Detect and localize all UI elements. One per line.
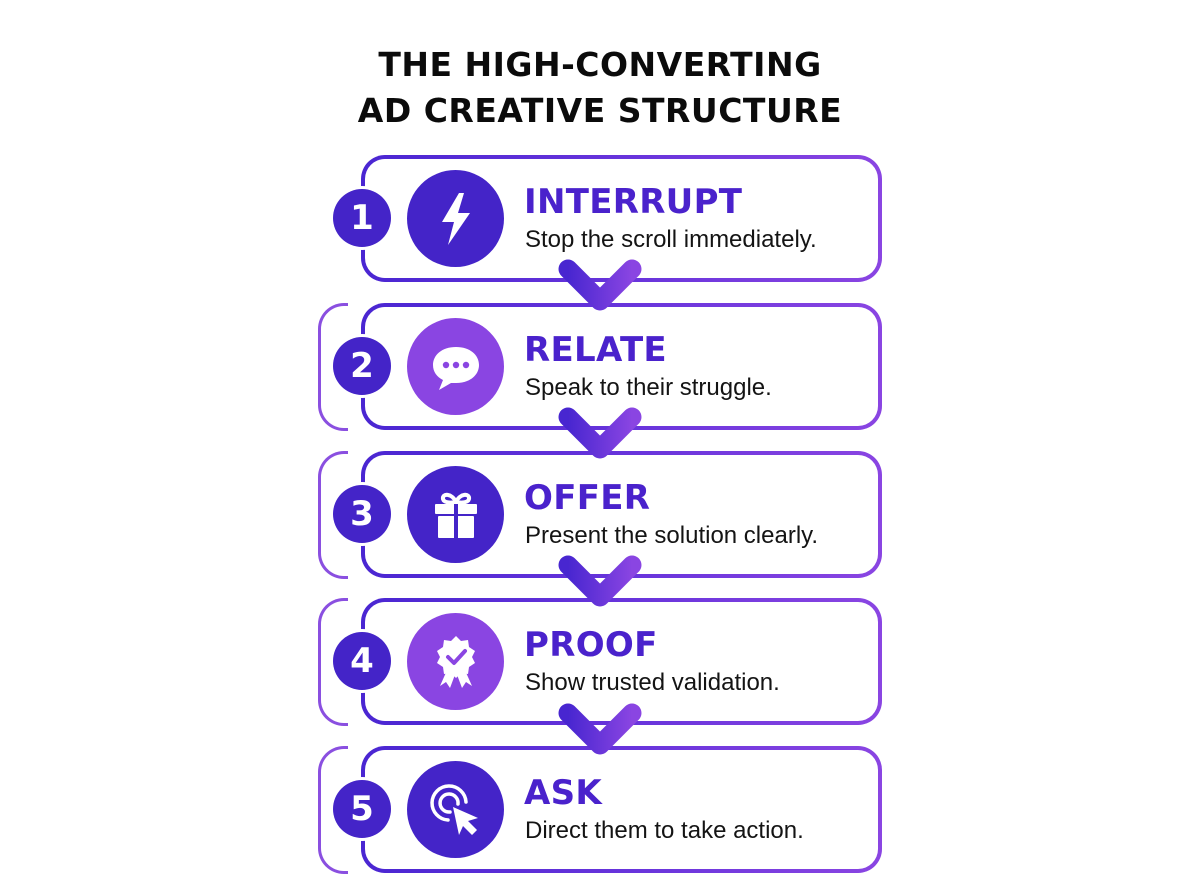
step-number-badge: 1 [333, 189, 391, 247]
cursor-click-icon [407, 761, 504, 858]
step-heading: INTERRUPT [524, 182, 743, 222]
lightning-bolt-icon [407, 170, 504, 267]
step-proof: 4 PROOF Show trusted validation. [0, 598, 1200, 726]
step-relate: 2 RELATE Speak to their struggle. [0, 303, 1200, 431]
step-offer: 3 OFFER Present the solution clearly. [0, 451, 1200, 579]
step-description: Direct them to take action. [525, 817, 804, 844]
page-title: THE HIGH-CONVERTING AD CREATIVE STRUCTUR… [0, 42, 1200, 134]
step-heading: PROOF [524, 625, 658, 665]
step-description: Speak to their struggle. [525, 374, 772, 401]
step-number-badge: 2 [333, 337, 391, 395]
step-heading: ASK [524, 773, 603, 813]
step-heading: OFFER [524, 478, 651, 518]
step-description: Stop the scroll immediately. [525, 226, 817, 253]
step-description: Present the solution clearly. [525, 522, 819, 549]
step-heading: RELATE [524, 330, 667, 370]
step-interrupt: 1 INTERRUPT Stop the scroll immediately. [0, 155, 1200, 283]
chevron-down-icon [558, 259, 642, 311]
step-number-badge: 4 [333, 632, 391, 690]
step-number-badge: 5 [333, 780, 391, 838]
step-description: Show trusted validation. [525, 669, 780, 696]
chevron-down-icon [558, 407, 642, 459]
step-number-badge: 3 [333, 485, 391, 543]
chevron-down-icon [558, 555, 642, 607]
title-line-2: AD CREATIVE STRUCTURE [357, 91, 843, 130]
gift-icon [407, 466, 504, 563]
award-badge-icon [407, 613, 504, 710]
title-line-1: THE HIGH-CONVERTING [378, 45, 822, 84]
step-ask: 5 ASK Direct them to take action. [0, 746, 1200, 874]
chat-bubble-icon [407, 318, 504, 415]
chevron-down-icon [558, 703, 642, 755]
